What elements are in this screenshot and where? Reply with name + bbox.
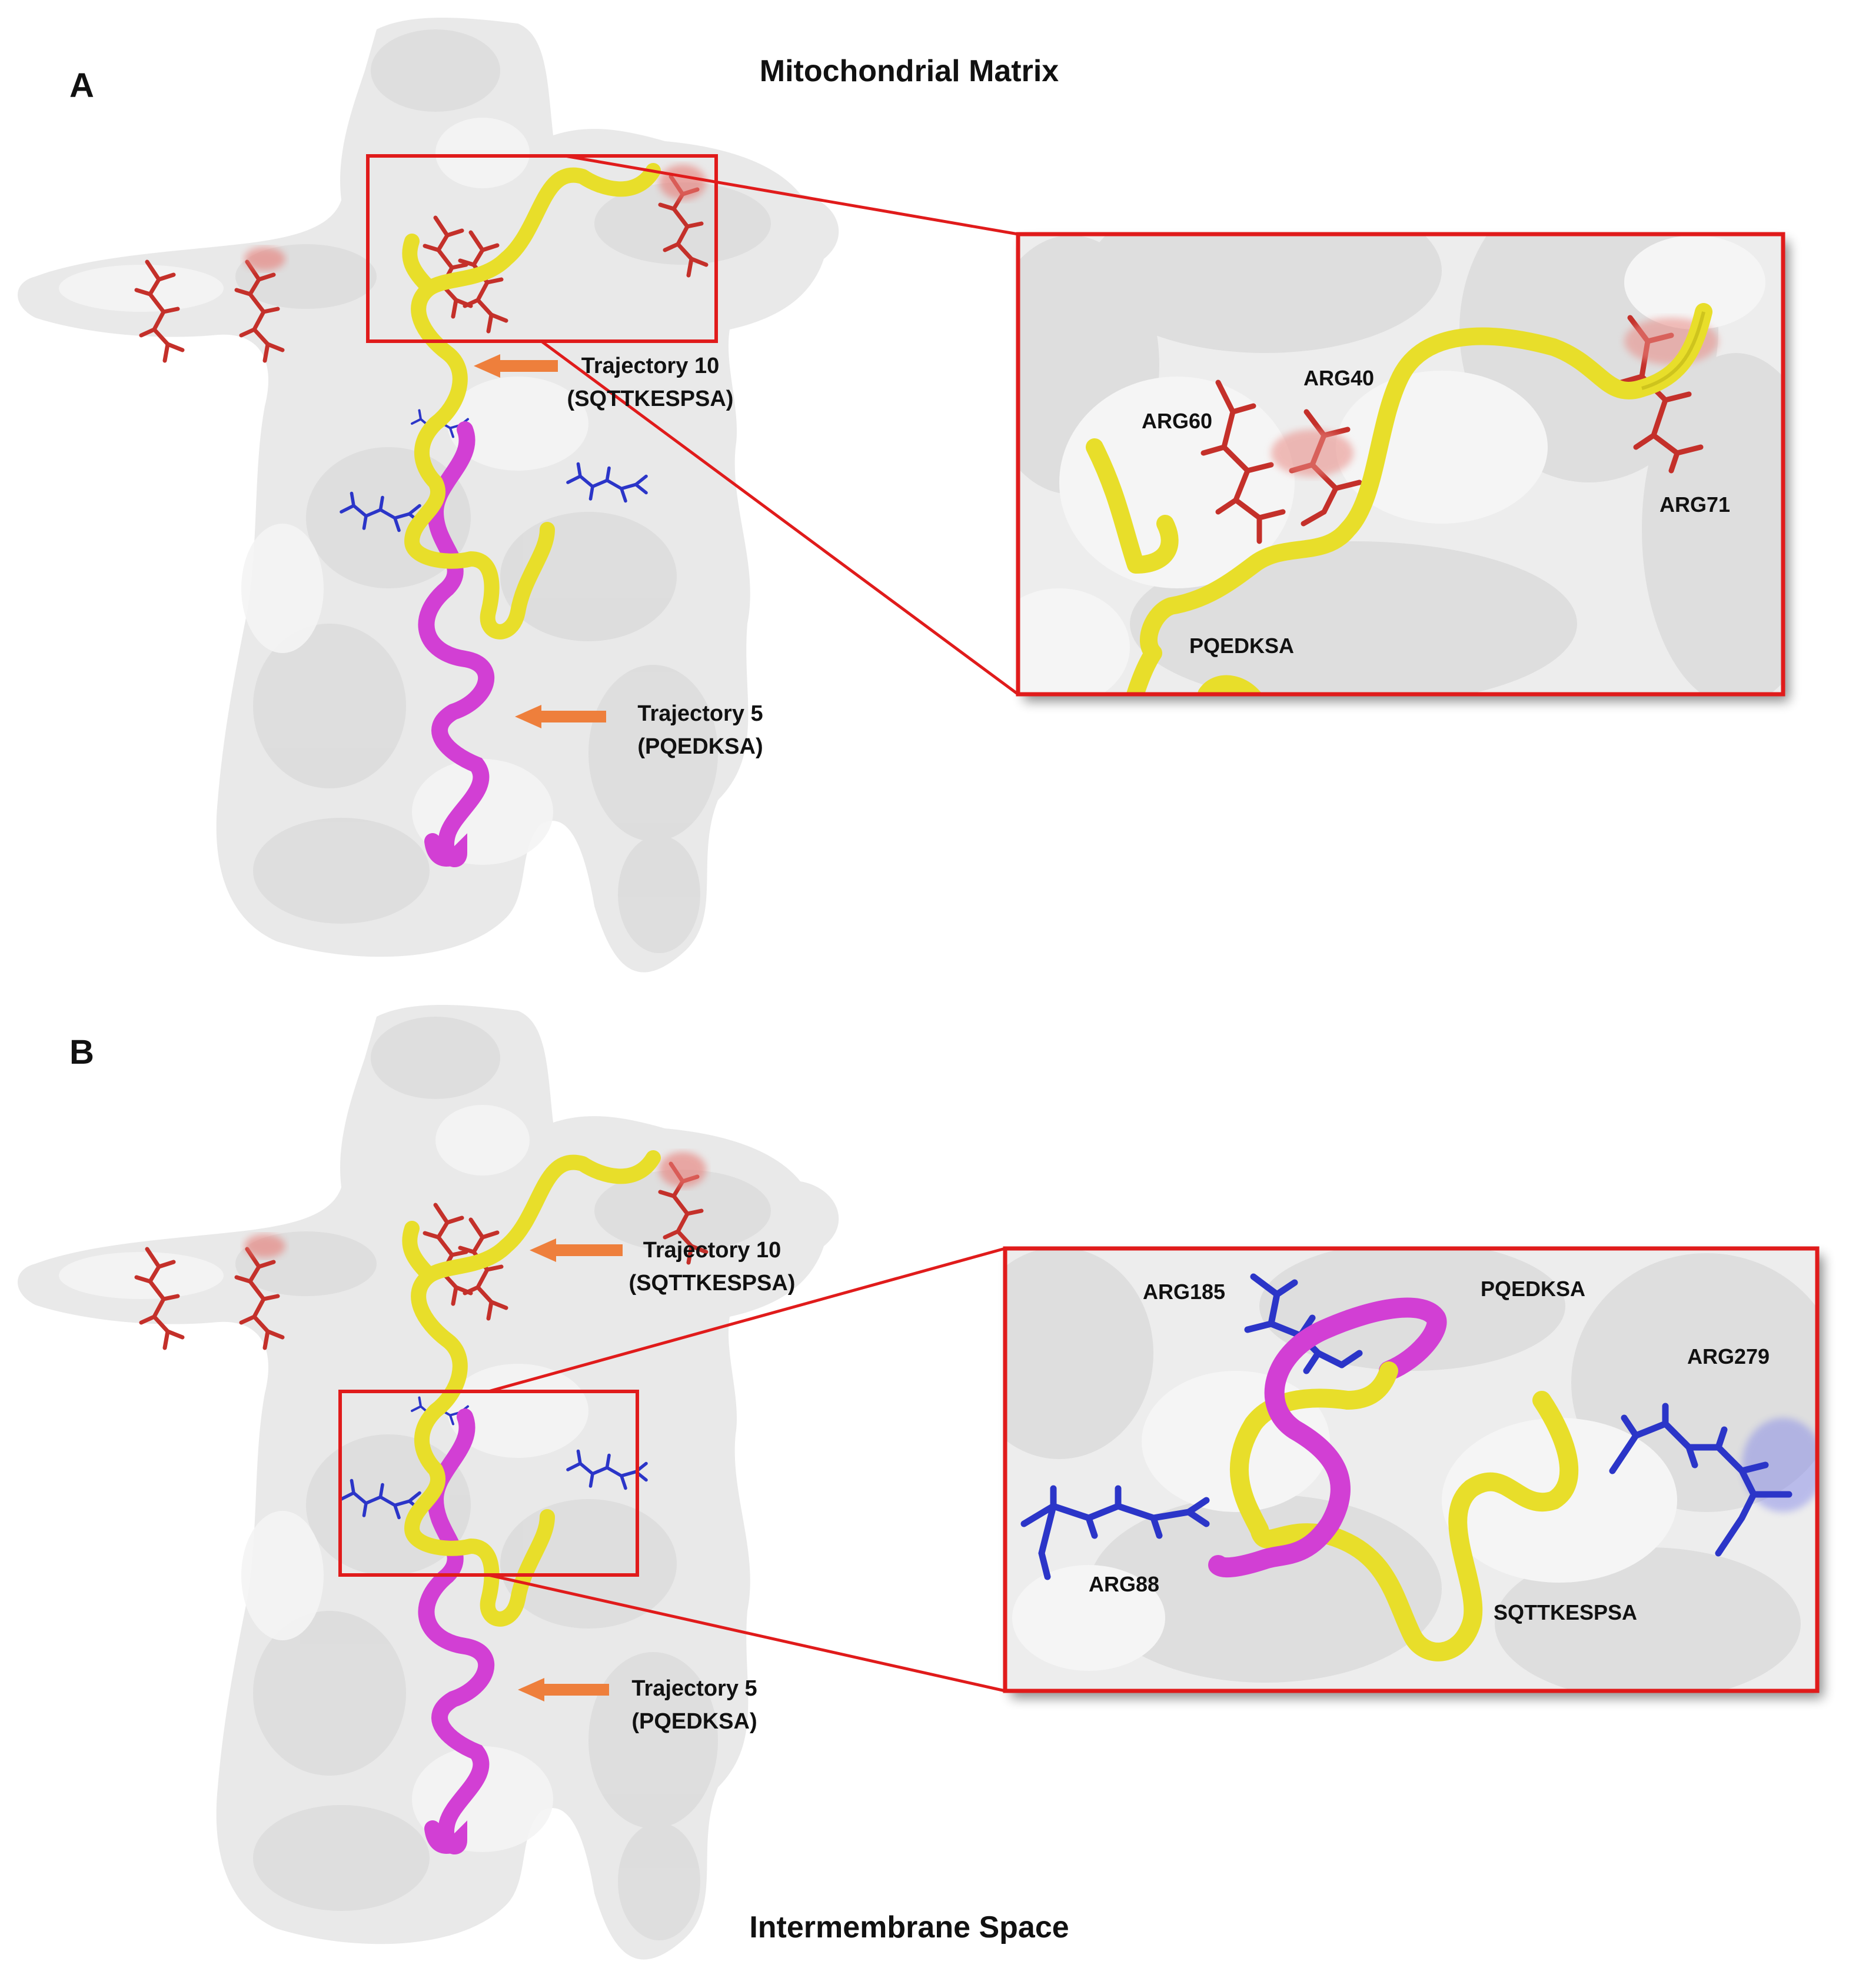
panel-b-zoom-content xyxy=(1005,1248,1817,1691)
panel-a-residue-label: ARG40 xyxy=(1303,366,1374,390)
panel-a-trajectory-5-name: Trajectory 5 xyxy=(637,701,763,726)
panel-a-residue-label: ARG60 xyxy=(1142,409,1212,433)
panel-b-peptide-trajectory-5 xyxy=(418,1408,495,1854)
panel-a-peptide-trajectory-10 xyxy=(402,163,661,640)
panel-a-trajectory-5-sequence: (PQEDKSA) xyxy=(637,734,763,759)
panel-a-zoom-peptide xyxy=(1086,303,1712,694)
panel-b-callout-line-bottom xyxy=(488,1573,1006,1693)
panel-b-trajectory-5-sequence: (PQEDKSA) xyxy=(631,1709,757,1734)
panel-a-trajectory-10-sequence: (SQTTKESPSA) xyxy=(567,387,734,411)
panel-a-arrow-trajectory-5 xyxy=(515,705,606,728)
panel-b-zoom-peptide-magenta xyxy=(1208,1297,1447,1578)
panel-b-residue-label: ARG88 xyxy=(1089,1572,1159,1596)
panel-b-residue-label: ARG279 xyxy=(1687,1344,1770,1368)
panel-b-trajectory-10-sequence: (SQTTKESPSA) xyxy=(629,1271,796,1296)
intermembrane-space-label: Intermembrane Space xyxy=(749,1910,1069,1944)
panel-a-zoom-content xyxy=(1018,234,1783,694)
panel-b-callout-line-top xyxy=(488,1247,1006,1393)
panel-b-zoom-peptide-label: PQEDKSA xyxy=(1481,1277,1585,1301)
panel-b-zoom-peptide-yellow xyxy=(1229,1388,1579,1661)
panel-b-peptide-trajectory-10 xyxy=(402,1150,661,1627)
panel-b-protein-surface xyxy=(18,1005,839,1960)
panel-b: B Trajectory 10 (S xyxy=(18,1005,1820,1960)
panel-a-zoom-frame xyxy=(1016,232,1785,697)
panel-b-residue-label: ARG185 xyxy=(1143,1280,1225,1304)
panel-b-arrow-trajectory-5 xyxy=(518,1678,609,1701)
panel-a-peptide-trajectory-5 xyxy=(418,421,495,867)
panel-b-arginines-matrix xyxy=(137,1152,706,1348)
panel-a-trajectory-10-name: Trajectory 10 xyxy=(581,354,719,378)
panel-b-arrow-trajectory-10 xyxy=(530,1238,623,1262)
panel-a-callout-line-top xyxy=(564,154,1019,236)
panel-b-zoom-peptide-label: SQTTKESPSA xyxy=(1494,1600,1637,1624)
panel-b-trajectory-5-name: Trajectory 5 xyxy=(631,1676,757,1701)
panel-a-arrow-trajectory-10 xyxy=(474,354,558,378)
mitochondrial-matrix-label: Mitochondrial Matrix xyxy=(760,54,1059,88)
panel-a-letter: A xyxy=(69,66,94,105)
panel-a: A Mitochondrial Matrix Trajectory 10 (SQ… xyxy=(18,18,1785,973)
panel-b-letter: B xyxy=(69,1033,94,1071)
panel-a-residue-label: ARG71 xyxy=(1660,492,1730,517)
panel-a-callout-line-bottom xyxy=(540,339,1019,696)
panel-a-zoom-peptide-label: PQEDKSA xyxy=(1189,634,1294,658)
panel-b-zoom-frame xyxy=(1003,1246,1820,1693)
panel-b-zoom-arginines xyxy=(1020,1273,1792,1580)
panel-b-trajectory-10-name: Trajectory 10 xyxy=(643,1238,781,1263)
